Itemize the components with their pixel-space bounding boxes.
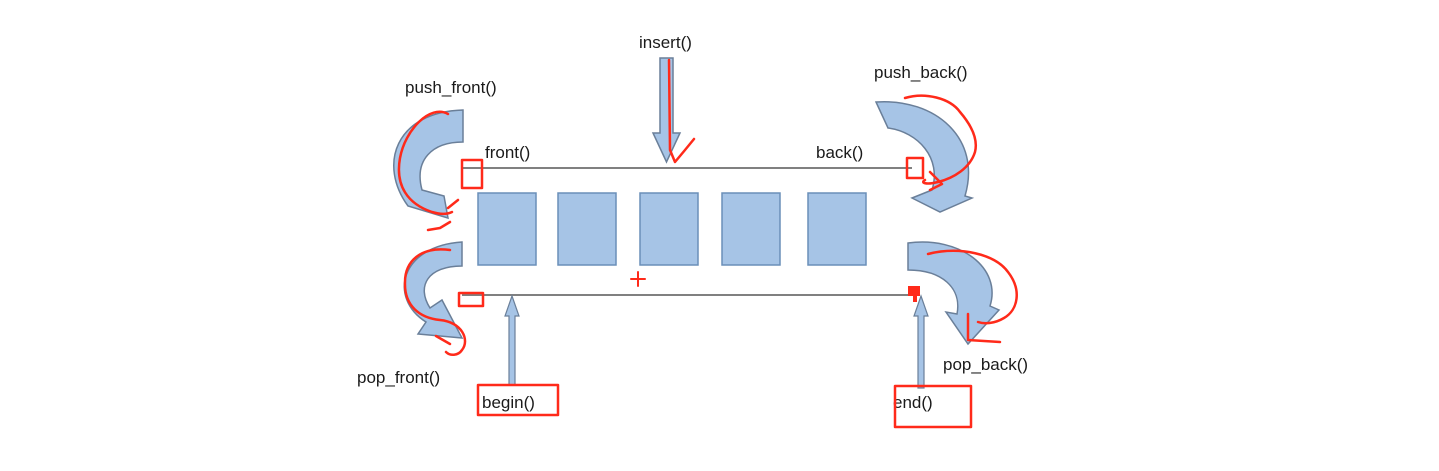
begin-highlight-box	[476, 383, 560, 417]
push-front-annotation-stroke	[397, 110, 460, 232]
pop-back-curved-arrow-icon	[907, 241, 1001, 346]
begin-arrow-icon	[504, 294, 520, 386]
element-box-5	[807, 192, 867, 266]
push-front-curved-arrow-icon	[393, 109, 464, 220]
end-label: end()	[893, 393, 933, 412]
end-iterator-marker-stem	[913, 296, 917, 302]
end-highlight-box	[893, 384, 973, 429]
insert-arrow-icon	[651, 57, 682, 164]
element-box-4	[721, 192, 781, 266]
pop-front-annotation-stroke	[403, 248, 467, 356]
insert-label: insert()	[639, 33, 692, 52]
insert-check-mark	[667, 58, 696, 164]
element-box-1	[477, 192, 537, 266]
element-box-3	[639, 192, 699, 266]
red-annotations	[397, 58, 1018, 429]
end-arrow-icon	[913, 294, 929, 389]
pop-back-annotation-stroke	[926, 249, 1018, 344]
insert-position-plus	[630, 271, 646, 287]
front-label: front()	[485, 143, 530, 162]
push-back-label: push_back()	[874, 63, 968, 82]
element-box-2	[557, 192, 617, 266]
pop-front-label: pop_front()	[357, 368, 440, 387]
front-highlight-box	[460, 158, 484, 190]
push-front-label: push_front()	[405, 78, 497, 97]
back-label: back()	[816, 143, 863, 162]
pop-back-label: pop_back()	[943, 355, 1028, 374]
push-back-annotation-stroke	[903, 94, 977, 192]
back-highlight-box	[905, 156, 925, 180]
begin-iterator-box	[457, 291, 485, 308]
end-iterator-marker	[908, 286, 920, 296]
element-boxes	[477, 192, 867, 266]
begin-label: begin()	[482, 393, 535, 412]
push-back-curved-arrow-icon	[874, 101, 975, 213]
